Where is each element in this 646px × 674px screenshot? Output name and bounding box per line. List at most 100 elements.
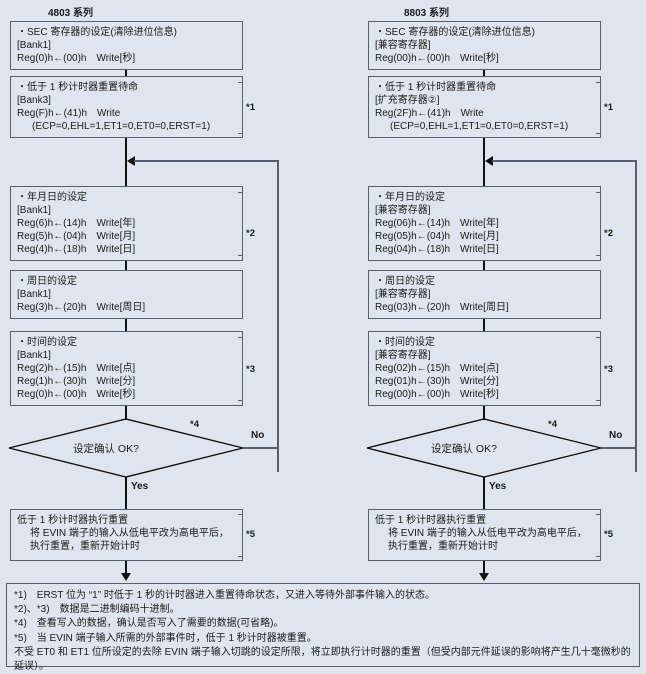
box-line: ・周日的设定 <box>17 276 77 287</box>
connector-line <box>483 261 485 270</box>
feedback-line-vertical-4803 <box>277 160 279 472</box>
box-year-month-day-setting-8803: ・年月日的设定 [兼容寄存器] Reg(06)h←(14)h Write[年] … <box>368 186 601 261</box>
note-marker-3-8803: *3 <box>604 364 613 375</box>
box-sec-register-setting-8803: ・SEC 寄存器的设定(清除进位信息) [兼容寄存器] Reg(00)h←(00… <box>368 21 601 70</box>
box-weekday-setting-4803: ・周日的设定 [Bank1] Reg(3)h←(20)h Write[周日] <box>10 270 243 319</box>
box-line: [兼容寄存器] <box>375 40 431 51</box>
box-line: (ECP=0,EHL=1,ET1=0,ET0=0,ERST=1) <box>390 121 569 132</box>
feedback-line-horizontal-4803 <box>134 160 278 162</box>
box-line: ・SEC 寄存器的设定(清除进位信息) <box>17 27 177 38</box>
box-line: Reg(01)h←(30)h Write[分] <box>375 376 499 387</box>
box-line: Reg(1)h←(30)h Write[分] <box>17 376 136 387</box>
note-bracket <box>596 192 601 256</box>
column-title-8803: 8803 系列 <box>404 8 450 19</box>
connector-line <box>483 167 485 186</box>
branch-label-no-4803: No <box>251 430 265 441</box>
box-line: 将 EVIN 端子的输入从低电平改为高电平后， <box>388 528 587 539</box>
column-title-4803: 4803 系列 <box>48 8 94 19</box>
note-bracket <box>596 82 601 134</box>
box-line: Reg(5)h←(04)h Write[月] <box>17 231 136 242</box>
box-line: 将 EVIN 端子的输入从低电平改为高电平后， <box>30 528 229 539</box>
box-line: Reg(F)h←(41)h Write <box>17 108 121 119</box>
box-line: ・低于 1 秒计时器重置待命 <box>375 82 497 93</box>
connector-line <box>125 319 127 331</box>
box-execute-sub-second-timer-reset-8803: 低于 1 秒计时器执行重置 将 EVIN 端子的输入从低电平改为高电平后， 执行… <box>368 509 601 561</box>
box-line: [Bank1] <box>17 289 51 300</box>
branch-label-yes-4803: Yes <box>131 481 149 492</box>
connector-line <box>483 138 485 167</box>
box-line: ・SEC 寄存器的设定(清除进位信息) <box>375 27 535 38</box>
box-line: 低于 1 秒计时器执行重置 <box>17 515 129 526</box>
yes-branch-line-8803 <box>483 477 485 509</box>
connector-line <box>125 261 127 270</box>
note-marker-2-8803: *2 <box>604 228 613 239</box>
box-line: [兼容寄存器] <box>375 350 431 361</box>
box-line: ・年月日的设定 <box>17 192 87 203</box>
footnotes-box: *1) ERST 位为 “1” 时低于 1 秒的计时器进入重置待命状态，又进入等… <box>6 583 640 672</box>
box-line: Reg(00)h←(00)h Write[秒] <box>375 389 499 400</box>
box-execute-sub-second-timer-reset-4803: 低于 1 秒计时器执行重置 将 EVIN 端子的输入从低电平改为高电平后， 执行… <box>10 509 243 561</box>
box-line: [Bank1] <box>17 350 51 361</box>
connector-line <box>483 406 485 420</box>
note-marker-1-4803: *1 <box>246 102 255 113</box>
box-line: (ECP=0,EHL=1,ET1=0,ET0=0,ERST=1) <box>32 121 211 132</box>
box-line: Reg(3)h←(20)h Write[周日] <box>17 302 146 313</box>
note-marker-4-8803: *4 <box>548 419 557 430</box>
decision-label-4803: 设定确认 OK? <box>73 443 139 455</box>
box-line: 执行重置，重新开始计时 <box>388 541 498 552</box>
box-line: Reg(6)h←(14)h Write[年] <box>17 218 136 229</box>
box-line: Reg(03)h←(20)h Write[周日] <box>375 302 509 313</box>
box-line: Reg(4)h←(18)h Write[日] <box>17 244 136 255</box>
box-line: [Bank1] <box>17 205 51 216</box>
box-line: Reg(0)h←(00)h Write[秒] <box>17 389 136 400</box>
branch-label-yes-8803: Yes <box>489 481 507 492</box>
box-line: [Bank1] <box>17 40 51 51</box>
arrow-to-footnotes-8803 <box>479 573 489 581</box>
box-line: ・周日的设定 <box>375 276 435 287</box>
box-line: Reg(0)h←(00)h Write[秒] <box>17 53 136 64</box>
footnote-4: *4) 查看写入的数据，确认是否写入了需要的数据(可省略)。 <box>14 618 284 630</box>
note-marker-1-8803: *1 <box>604 102 613 113</box>
note-marker-3-4803: *3 <box>246 364 255 375</box>
connector-line <box>125 406 127 420</box>
decision-label-8803: 设定确认 OK? <box>431 443 497 455</box>
note-bracket <box>238 337 243 401</box>
connector-line <box>483 561 485 575</box>
note-bracket <box>238 82 243 134</box>
box-line: Reg(04)h←(18)h Write[日] <box>375 244 499 255</box>
box-time-setting-8803: ・时间的设定 [兼容寄存器] Reg(02)h←(15)h Write[点] R… <box>368 331 601 406</box>
box-line: ・年月日的设定 <box>375 192 445 203</box>
box-line: ・时间的设定 <box>17 337 77 348</box>
box-line: ・时间的设定 <box>375 337 435 348</box>
feedback-arrow-head-4803 <box>127 156 135 166</box>
connector-line <box>125 167 127 186</box>
note-marker-4-4803: *4 <box>190 419 199 430</box>
box-sec-register-setting-4803: ・SEC 寄存器的设定(清除进位信息) [Bank1] Reg(0)h←(00)… <box>10 21 243 70</box>
connector-line <box>125 70 127 76</box>
box-time-setting-4803: ・时间的设定 [Bank1] Reg(2)h←(15)h Write[点] Re… <box>10 331 243 406</box>
feedback-arrow-head-8803 <box>485 156 493 166</box>
box-line: 低于 1 秒计时器执行重置 <box>375 515 487 526</box>
connector-line <box>125 561 127 575</box>
connector-line <box>483 319 485 331</box>
connector-line <box>125 138 127 167</box>
footnote-5: *5) 当 EVIN 端子输入所需的外部事件时，低于 1 秒计时器被重置。 <box>14 632 317 644</box>
note-marker-5-8803: *5 <box>604 529 613 540</box>
yes-branch-line-4803 <box>125 477 127 509</box>
note-marker-5-4803: *5 <box>246 529 255 540</box>
footnote-2-3: *2)、*3) 数据是二进制编码十进制。 <box>14 604 180 616</box>
box-line: Reg(06)h←(14)h Write[年] <box>375 218 499 229</box>
box-line: Reg(02)h←(15)h Write[点] <box>375 363 499 374</box>
box-line: [Bank3] <box>17 95 51 106</box>
box-line: [兼容寄存器] <box>375 289 431 300</box>
connector-line <box>483 70 485 76</box>
footnote-5-continued: 不受 ET0 和 ET1 位所设定的去除 EVIN 端子输入切跳的设定所限，将立… <box>14 646 631 673</box>
box-line: Reg(00)h←(00)h Write[秒] <box>375 53 499 64</box>
box-line: ・低于 1 秒计时器重置待命 <box>17 82 139 93</box>
note-marker-2-4803: *2 <box>246 228 255 239</box>
box-line: [扩充寄存器②] <box>375 95 440 106</box>
box-sub-second-timer-reset-standby-4803: ・低于 1 秒计时器重置待命 [Bank3] Reg(F)h←(41)h Wri… <box>10 76 243 138</box>
note-bracket <box>596 337 601 401</box>
arrow-to-footnotes-4803 <box>121 573 131 581</box>
